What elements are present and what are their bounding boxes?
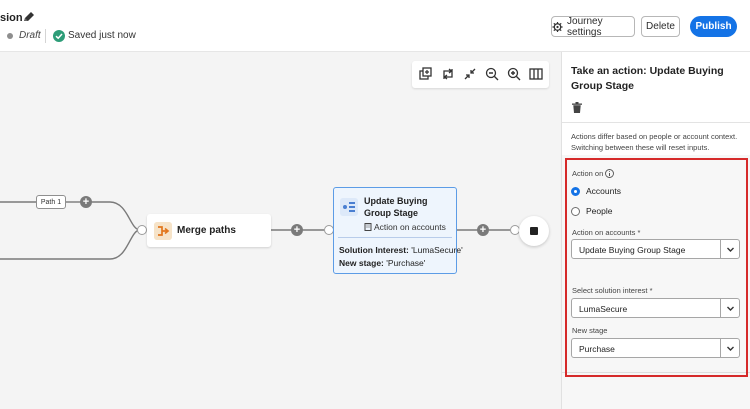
- action-on-accounts-select[interactable]: Update Buying Group Stage: [571, 239, 740, 259]
- new-stage-value: Purchase: [579, 344, 615, 354]
- gear-icon: [552, 21, 563, 32]
- action-node-subtitle: Action on accounts: [374, 222, 446, 232]
- swap-icon[interactable]: [441, 67, 455, 81]
- journey-settings-label: Journey settings: [567, 15, 603, 38]
- merge-paths-label: Merge paths: [177, 225, 236, 236]
- action-node-title: Update Buying Group Stage: [364, 196, 428, 218]
- journey-canvas[interactable]: Path 1 + Merge paths + Update Buying Gro…: [0, 52, 561, 409]
- solution-interest-value: LumaSecure: [579, 304, 628, 314]
- update-buying-group-node[interactable]: Update Buying Group Stage Action on acco…: [333, 187, 463, 274]
- delete-button[interactable]: Delete: [641, 16, 680, 37]
- radio-people[interactable]: [571, 207, 580, 216]
- panel-title: Take an action: Update Buying Group Stag…: [571, 65, 724, 92]
- add-node-button[interactable]: +: [477, 224, 489, 236]
- merge-paths-node[interactable]: Merge paths: [147, 214, 271, 247]
- radio-people-label: People: [586, 206, 613, 216]
- highlight-box: [565, 158, 748, 377]
- radio-accounts-label: Accounts: [586, 186, 621, 196]
- check-circle-icon: [53, 30, 65, 42]
- panel-divider: [562, 122, 750, 123]
- panel-description: Actions differ based on people or accoun…: [571, 132, 738, 152]
- copy-icon[interactable]: [419, 67, 433, 81]
- add-node-button[interactable]: +: [291, 224, 303, 236]
- action-on-label: Action on: [572, 169, 604, 178]
- dropdown-button[interactable]: [720, 339, 739, 357]
- buying-group-icon: [340, 198, 358, 216]
- new-stage-select[interactable]: Purchase: [571, 338, 740, 358]
- building-icon: [364, 223, 372, 231]
- info-icon[interactable]: [605, 169, 614, 178]
- panel-section-divider: [562, 372, 750, 373]
- solution-interest-select[interactable]: LumaSecure: [571, 298, 740, 318]
- action-form: Action on Accounts People Action on acco…: [562, 155, 750, 409]
- path-label[interactable]: Path 1: [36, 195, 66, 209]
- publish-button[interactable]: Publish: [690, 16, 737, 37]
- journey-title: sion: [0, 12, 23, 24]
- properties-panel: Take an action: Update Buying Group Stag…: [561, 52, 750, 409]
- trash-icon[interactable]: [572, 102, 582, 113]
- journey-header: sion Draft Saved just now Journey settin…: [0, 0, 750, 52]
- chevron-down-icon: [727, 247, 734, 252]
- journey-settings-button[interactable]: Journey settings: [551, 15, 635, 38]
- zoom-out-icon[interactable]: [485, 67, 499, 81]
- chevron-down-icon: [727, 306, 734, 311]
- end-node[interactable]: [519, 216, 549, 246]
- publish-label: Publish: [695, 21, 732, 32]
- action-on-accounts-value: Update Buying Group Stage: [579, 245, 686, 255]
- zoom-in-icon[interactable]: [507, 67, 521, 81]
- edit-pencil-icon[interactable]: [22, 10, 36, 24]
- saved-status: Saved just now: [68, 30, 136, 41]
- radio-accounts[interactable]: [571, 187, 580, 196]
- connector-arrow-icon: [137, 225, 147, 235]
- action-node-divider: [338, 237, 452, 238]
- dropdown-button[interactable]: [720, 299, 739, 317]
- solution-interest-summary: Solution Interest: 'LumaSecure': [339, 245, 463, 255]
- dropdown-button[interactable]: [720, 240, 739, 258]
- status-divider: [45, 29, 46, 43]
- merge-icon: [154, 222, 172, 240]
- canvas-toolbar: [412, 61, 549, 88]
- delete-label: Delete: [646, 21, 675, 32]
- minimap-icon[interactable]: [529, 67, 543, 81]
- new-stage-summary: New stage: 'Purchase': [339, 258, 426, 268]
- status-dot-icon: [7, 33, 13, 39]
- add-node-button[interactable]: +: [80, 196, 92, 208]
- action-on-accounts-label: Action on accounts *: [572, 228, 641, 237]
- solution-interest-label: Select solution interest *: [572, 286, 653, 295]
- fit-icon[interactable]: [463, 67, 477, 81]
- chevron-down-icon: [727, 346, 734, 351]
- new-stage-label: New stage: [572, 326, 608, 335]
- stop-icon: [530, 227, 538, 235]
- status-draft: Draft: [19, 30, 41, 41]
